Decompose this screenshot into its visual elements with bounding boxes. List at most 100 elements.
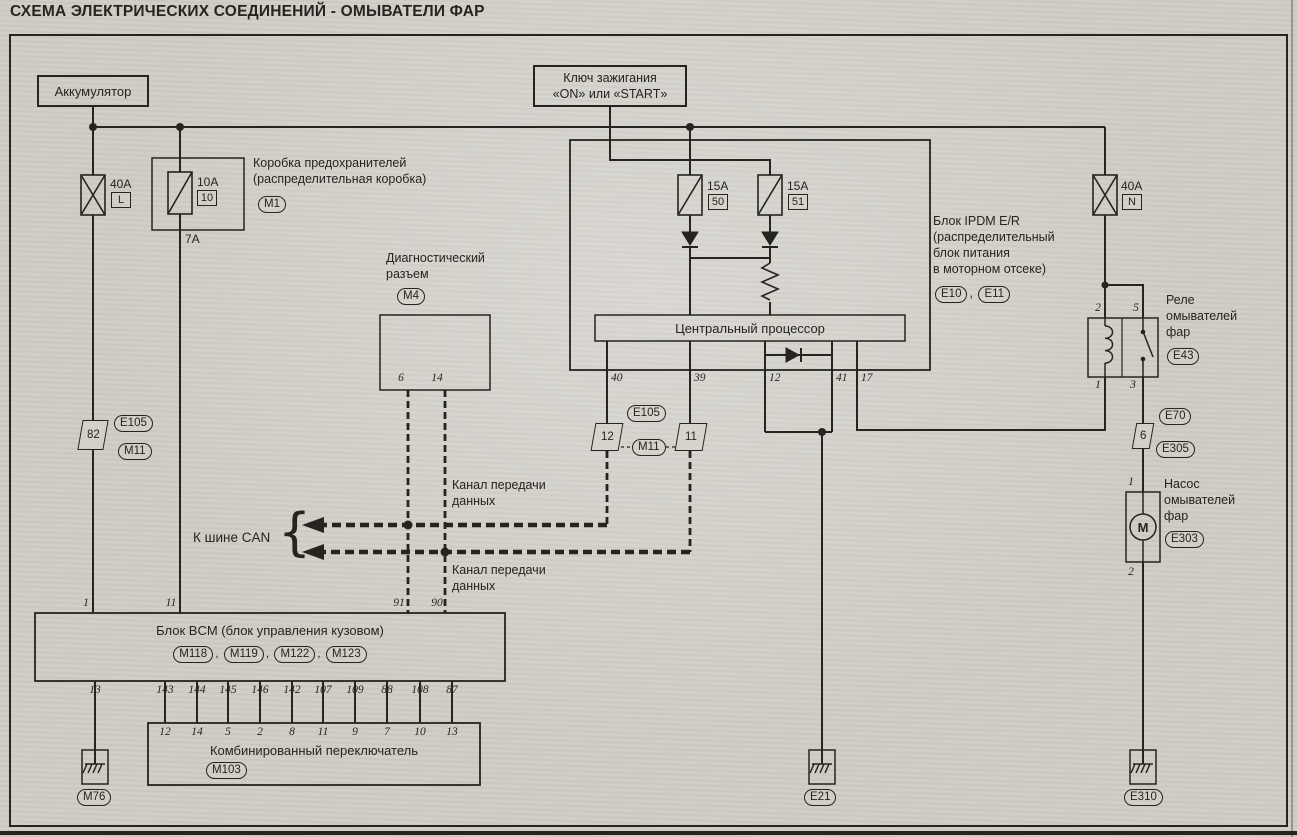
ipdm-pin-12: 12 <box>769 372 781 384</box>
data-channel2-line2: данных <box>452 579 496 593</box>
ipdm-pin-39: 39 <box>694 372 706 384</box>
bcm-pin-144: 144 <box>188 684 206 696</box>
connector-82: 82 <box>77 420 109 450</box>
bcm-sep-1: , <box>215 646 219 660</box>
ipdm-pin-17: 17 <box>861 372 873 384</box>
connector-e305: E305 <box>1156 441 1195 458</box>
bcm-pin-108: 108 <box>411 684 429 696</box>
connector-12: 12 <box>590 423 624 451</box>
data-channel2-line1: Канал передачи <box>452 563 546 577</box>
ipdm-name-line3: блок питания <box>933 246 1010 260</box>
connector-m11-mid: M11 <box>632 439 666 456</box>
bcm-pin-143: 143 <box>156 684 174 696</box>
ipdm-connectors: E10, E11 <box>933 285 1012 303</box>
switch-pin-14: 14 <box>191 726 203 738</box>
connector-e105-mid: E105 <box>627 405 666 422</box>
switch-pin-9: 9 <box>352 726 358 738</box>
bcm-pin-90: 90 <box>431 597 443 609</box>
connector-m122: M122 <box>274 646 316 663</box>
ignition-line2: «ON» или «START» <box>552 87 668 101</box>
connector-12-id: 12 <box>600 431 614 443</box>
fuse-40a-l-amps: 40A <box>110 177 132 191</box>
switch-pin-2: 2 <box>257 726 263 738</box>
connector-e10: E10 <box>935 286 968 303</box>
ground-m76: M76 <box>77 789 112 806</box>
bcm-pin-88: 88 <box>381 684 393 696</box>
fuse-40a-n-id: N <box>1122 194 1142 210</box>
bcm-pin-11: 11 <box>165 597 177 609</box>
fusebox-label-line1: Коробка предохранителей <box>253 156 407 170</box>
diag-pin-6: 6 <box>398 372 404 384</box>
relay-pin-5: 5 <box>1133 302 1139 314</box>
ground-symbols <box>81 749 1157 785</box>
can-bus-label: К шине CAN <box>193 530 271 545</box>
switch-pin-13: 13 <box>446 726 458 738</box>
connector-e303: E303 <box>1165 531 1204 548</box>
ipdm-connector-separator: , <box>969 286 973 300</box>
fuse-10a-amps: 10A <box>197 175 219 189</box>
bcm-sep-3: , <box>317 646 321 660</box>
relay-pin-1: 1 <box>1095 379 1101 391</box>
bcm-title: Блок BCM (блок управления кузовом) <box>156 622 384 638</box>
connector-m118: M118 <box>173 646 214 663</box>
diode-symbols <box>681 231 802 363</box>
connector-11: 11 <box>674 423 708 451</box>
switch-title: Комбинированный переключатель <box>209 742 419 758</box>
bcm-pin-87: 87 <box>446 684 458 696</box>
switch-pin-8: 8 <box>289 726 295 738</box>
connector-m4: M4 <box>397 288 425 305</box>
pump-name-line2: омывателей <box>1164 493 1236 507</box>
ground-e310: E310 <box>1124 789 1163 806</box>
bcm-pin-146: 146 <box>251 684 269 696</box>
connector-m1: M1 <box>258 196 286 213</box>
switch-pin-7: 7 <box>384 726 390 738</box>
switch-pin-11: 11 <box>317 726 329 738</box>
switch-pin-10: 10 <box>414 726 426 738</box>
ignition-line1: Ключ зажигания <box>563 71 657 85</box>
pump-name-line3: фар <box>1164 509 1189 523</box>
relay-pin-2: 2 <box>1095 302 1101 314</box>
pump-pin-1: 1 <box>1128 476 1134 488</box>
bcm-connectors: M118, M119, M122, M123 <box>35 646 505 663</box>
relay-name-line2: омывателей <box>1166 309 1238 323</box>
connector-82-id: 82 <box>86 429 100 441</box>
ipdm-pin-41: 41 <box>836 372 848 384</box>
bcm-pin-142: 142 <box>283 684 301 696</box>
fuse-15a-50-id: 50 <box>708 194 728 210</box>
connector-m103: M103 <box>206 762 247 779</box>
connector-e70: E70 <box>1159 408 1192 425</box>
connector-6-id: 6 <box>1139 430 1147 442</box>
ipdm-pin-40: 40 <box>611 372 623 384</box>
switch-pin-5: 5 <box>225 726 231 738</box>
wire-gauge-7a: 7A <box>185 232 200 246</box>
ipdm-name-line2: (распределительный <box>933 230 1055 244</box>
battery-label: Аккумулятор <box>54 83 132 99</box>
ignition-switch-label: Ключ зажигания «ON» или «START» <box>534 66 686 106</box>
relay-pin-3: 3 <box>1130 379 1136 391</box>
bcm-pin-145: 145 <box>219 684 237 696</box>
fusebox-label-line2: (распределительная коробка) <box>253 172 427 186</box>
bcm-sep-2: , <box>265 646 270 660</box>
relay-name-line1: Реле <box>1166 293 1195 307</box>
pump-pin-2: 2 <box>1128 566 1134 578</box>
pump-motor-symbol: M <box>1137 519 1149 535</box>
connector-m11-left: M11 <box>118 443 152 460</box>
fuse-15a-50-amps: 15A <box>707 179 729 193</box>
ground-e21: E21 <box>804 789 837 806</box>
bcm-pin-1: 1 <box>83 597 89 609</box>
diag-name-line1: Диагностический <box>386 251 485 265</box>
can-arrowheads <box>302 517 324 560</box>
can-brace: { <box>278 503 312 563</box>
bcm-pin-13: 13 <box>89 684 101 696</box>
switch-pin-12: 12 <box>159 726 171 738</box>
fuse-15a-51-amps: 15A <box>787 179 809 193</box>
fuse-10a-id: 10 <box>197 190 217 206</box>
relay-name-line3: фар <box>1166 325 1191 339</box>
page-title: СХЕМА ЭЛЕКТРИЧЕСКИХ СОЕДИНЕНИЙ - ОМЫВАТЕ… <box>10 3 485 20</box>
data-channel1-line1: Канал передачи <box>452 478 546 492</box>
data-channel1-line2: данных <box>452 494 496 508</box>
diag-pin-14: 14 <box>431 372 443 384</box>
